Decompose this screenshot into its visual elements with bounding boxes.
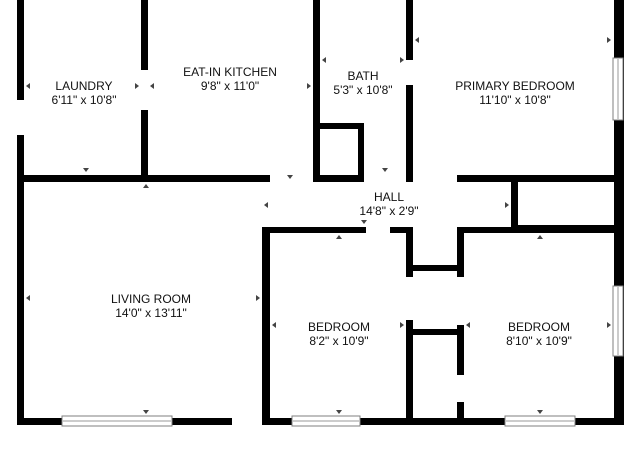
room-label-primary-bedroom: PRIMARY BEDROOM 11'10" x 10'8" [430,79,600,107]
window-bedroom-middle [291,415,361,427]
wall-bath-closet-side [358,123,364,182]
outer-wall-bottom-right [262,418,624,425]
room-label-bedroom-right: BEDROOM 8'10" x 10'9" [480,320,598,348]
tick-mark [607,322,611,328]
tick-mark [26,295,30,301]
room-name: LIVING ROOM [110,292,191,306]
outer-wall-left-top [17,0,24,100]
tick-mark [336,235,342,239]
wall-closet-shelf-upper [406,265,464,271]
tick-mark [264,202,268,208]
wall-laundry-kitchen-lower [141,110,148,182]
room-dimensions: 5'3" x 10'8" [333,83,393,97]
wall-closet-left-upper [406,227,413,277]
wall-closet-right-upper [457,227,464,277]
tick-mark [143,410,149,414]
tick-mark [135,83,139,89]
room-name: BEDROOM [507,320,570,334]
tick-mark [336,410,342,414]
room-label-laundry: LAUNDRY 6'11" x 10'8" [34,79,134,107]
wall-hall-closet-side [511,175,518,230]
room-dimensions: 11'10" x 10'8" [479,93,551,107]
outer-wall-right [614,0,624,425]
window-living-room [61,415,173,427]
wall-bath-bedroom-upper [406,0,413,60]
wall-closet-right-lower [457,402,464,425]
tick-mark [607,37,611,43]
room-name: HALL [373,190,405,204]
tick-mark [537,235,543,239]
tick-mark [361,220,367,224]
room-dimensions: 14'8" x 2'9" [359,204,419,218]
window-primary-bedroom [612,57,624,121]
tick-mark [322,57,326,63]
room-name: BATH [347,69,379,83]
room-label-eat-in-kitchen: EAT-IN KITCHEN 9'8" x 11'0" [160,65,300,93]
room-label-bath: BATH 5'3" x 10'8" [322,69,404,97]
wall-bath-bedroom-lower [406,85,413,182]
tick-mark [272,322,276,328]
room-dimensions: 8'2" x 10'9" [309,334,369,348]
room-name: EAT-IN KITCHEN [183,65,277,79]
room-dimensions: 6'11" x 10'8" [51,93,117,107]
wall-hall-bottom-right [457,227,624,233]
window-bedroom-right [612,285,624,357]
wall-laundry-kitchen-upper [141,0,148,70]
outer-wall-left-bottom [17,135,24,425]
wall-closet-shelf-lower [406,329,464,335]
window-bedroom-right-bottom [504,415,576,427]
wall-kitchen-bath [313,0,320,182]
tick-mark [83,168,89,172]
tick-mark [400,57,404,63]
tick-mark [415,37,419,43]
room-name: BEDROOM [307,320,370,334]
wall-hall-bottom-mid [390,227,412,233]
room-label-living-room: LIVING ROOM 14'0" x 13'11" [86,292,216,320]
tick-mark [466,322,470,328]
tick-mark [256,295,260,301]
tick-mark [382,168,388,172]
room-label-hall: HALL 14'8" x 2'9" [334,190,444,218]
dimension-ticks [26,37,611,414]
tick-mark [400,322,404,328]
room-dimensions: 14'0" x 13'11" [115,306,187,320]
wall-bath-closet-top [313,123,363,129]
wall-top-row-bottom-bath [313,175,363,182]
tick-mark [537,410,543,414]
room-name: LAUNDRY [55,79,113,93]
tick-mark [307,83,311,89]
room-dimensions: 9'8" x 11'0" [200,79,260,93]
tick-mark [150,83,154,89]
wall-top-row-bottom-left [17,175,270,182]
room-dimensions: 8'10" x 10'9" [506,334,572,348]
tick-mark [287,175,293,179]
room-name: PRIMARY BEDROOM [455,79,575,93]
wall-top-row-bottom-right [457,175,624,182]
room-label-bedroom-middle: BEDROOM 8'2" x 10'9" [283,320,395,348]
tick-mark [26,83,30,89]
wall-closet-left-lower [406,320,413,425]
wall-hall-bottom-left [262,227,366,233]
tick-mark [143,184,149,188]
wall-closet-right-mid [457,325,464,375]
wall-living-bedroom [262,227,270,425]
tick-mark [505,202,509,208]
